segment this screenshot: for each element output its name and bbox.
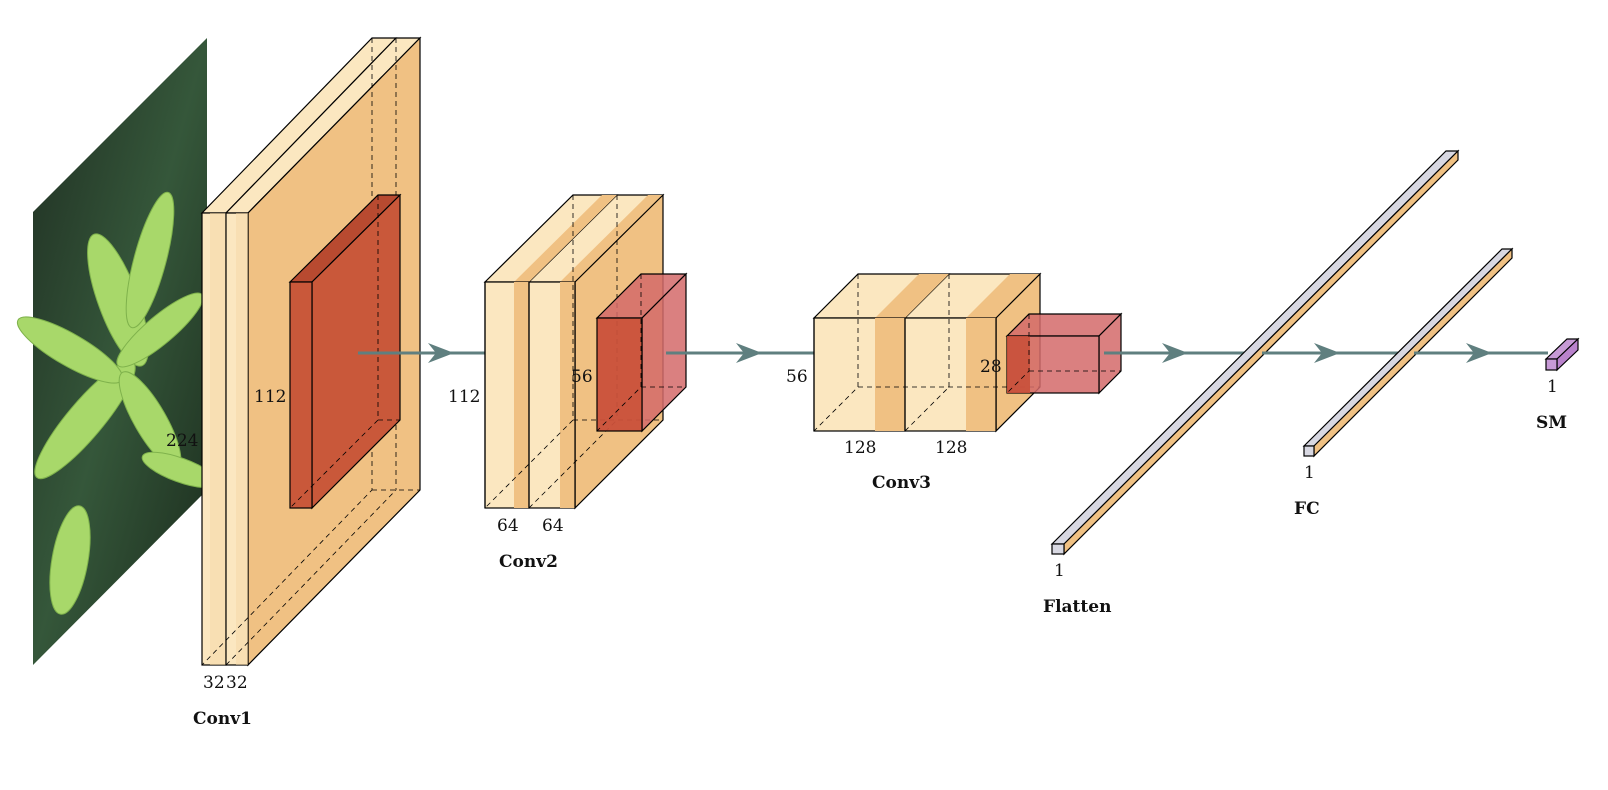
conv3-block	[812, 272, 1042, 433]
flatten-bar	[1050, 149, 1460, 556]
conv3-height-label: 56	[786, 367, 808, 387]
fc-bar	[1302, 247, 1514, 458]
conv1-caption: Conv1	[193, 709, 252, 729]
connector-arrow-3	[1104, 343, 1252, 363]
flatten-size-label: 1	[1054, 561, 1065, 581]
conv2-pool-block	[595, 272, 688, 433]
conv1-height-label: 112	[254, 387, 286, 407]
connector-arrow-4	[1262, 343, 1403, 363]
conv3-channel-label-1: 128	[844, 438, 876, 458]
conv1-channel-label-2: 32	[226, 673, 248, 693]
connector-arrow-2	[666, 343, 835, 363]
fc-caption: FC	[1294, 499, 1320, 519]
input-image	[16, 38, 219, 665]
fc-size-label: 1	[1304, 463, 1315, 483]
conv2-channel-label-1: 64	[497, 516, 519, 536]
conv2-caption: Conv2	[499, 552, 558, 572]
conv1-channel-label-1: 32	[203, 673, 225, 693]
flatten-caption: Flatten	[1043, 597, 1111, 617]
conv2-height-label: 112	[448, 387, 480, 407]
softmax-block	[1544, 337, 1580, 372]
conv3-pool-block	[1005, 312, 1123, 395]
conv2-pool-label: 56	[571, 367, 593, 387]
conv2-channel-label-2: 64	[542, 516, 564, 536]
softmax-caption: SM	[1536, 413, 1567, 433]
softmax-size-label: 1	[1547, 377, 1558, 397]
conv3-caption: Conv3	[872, 473, 931, 493]
conv3-pool-label: 28	[980, 357, 1002, 377]
input-size-label: 224	[166, 431, 198, 451]
conv1-pool-block	[288, 193, 402, 510]
leaf-illustration	[16, 191, 219, 615]
conv3-channel-label-2: 128	[935, 438, 967, 458]
connector-arrow-5	[1414, 343, 1548, 363]
